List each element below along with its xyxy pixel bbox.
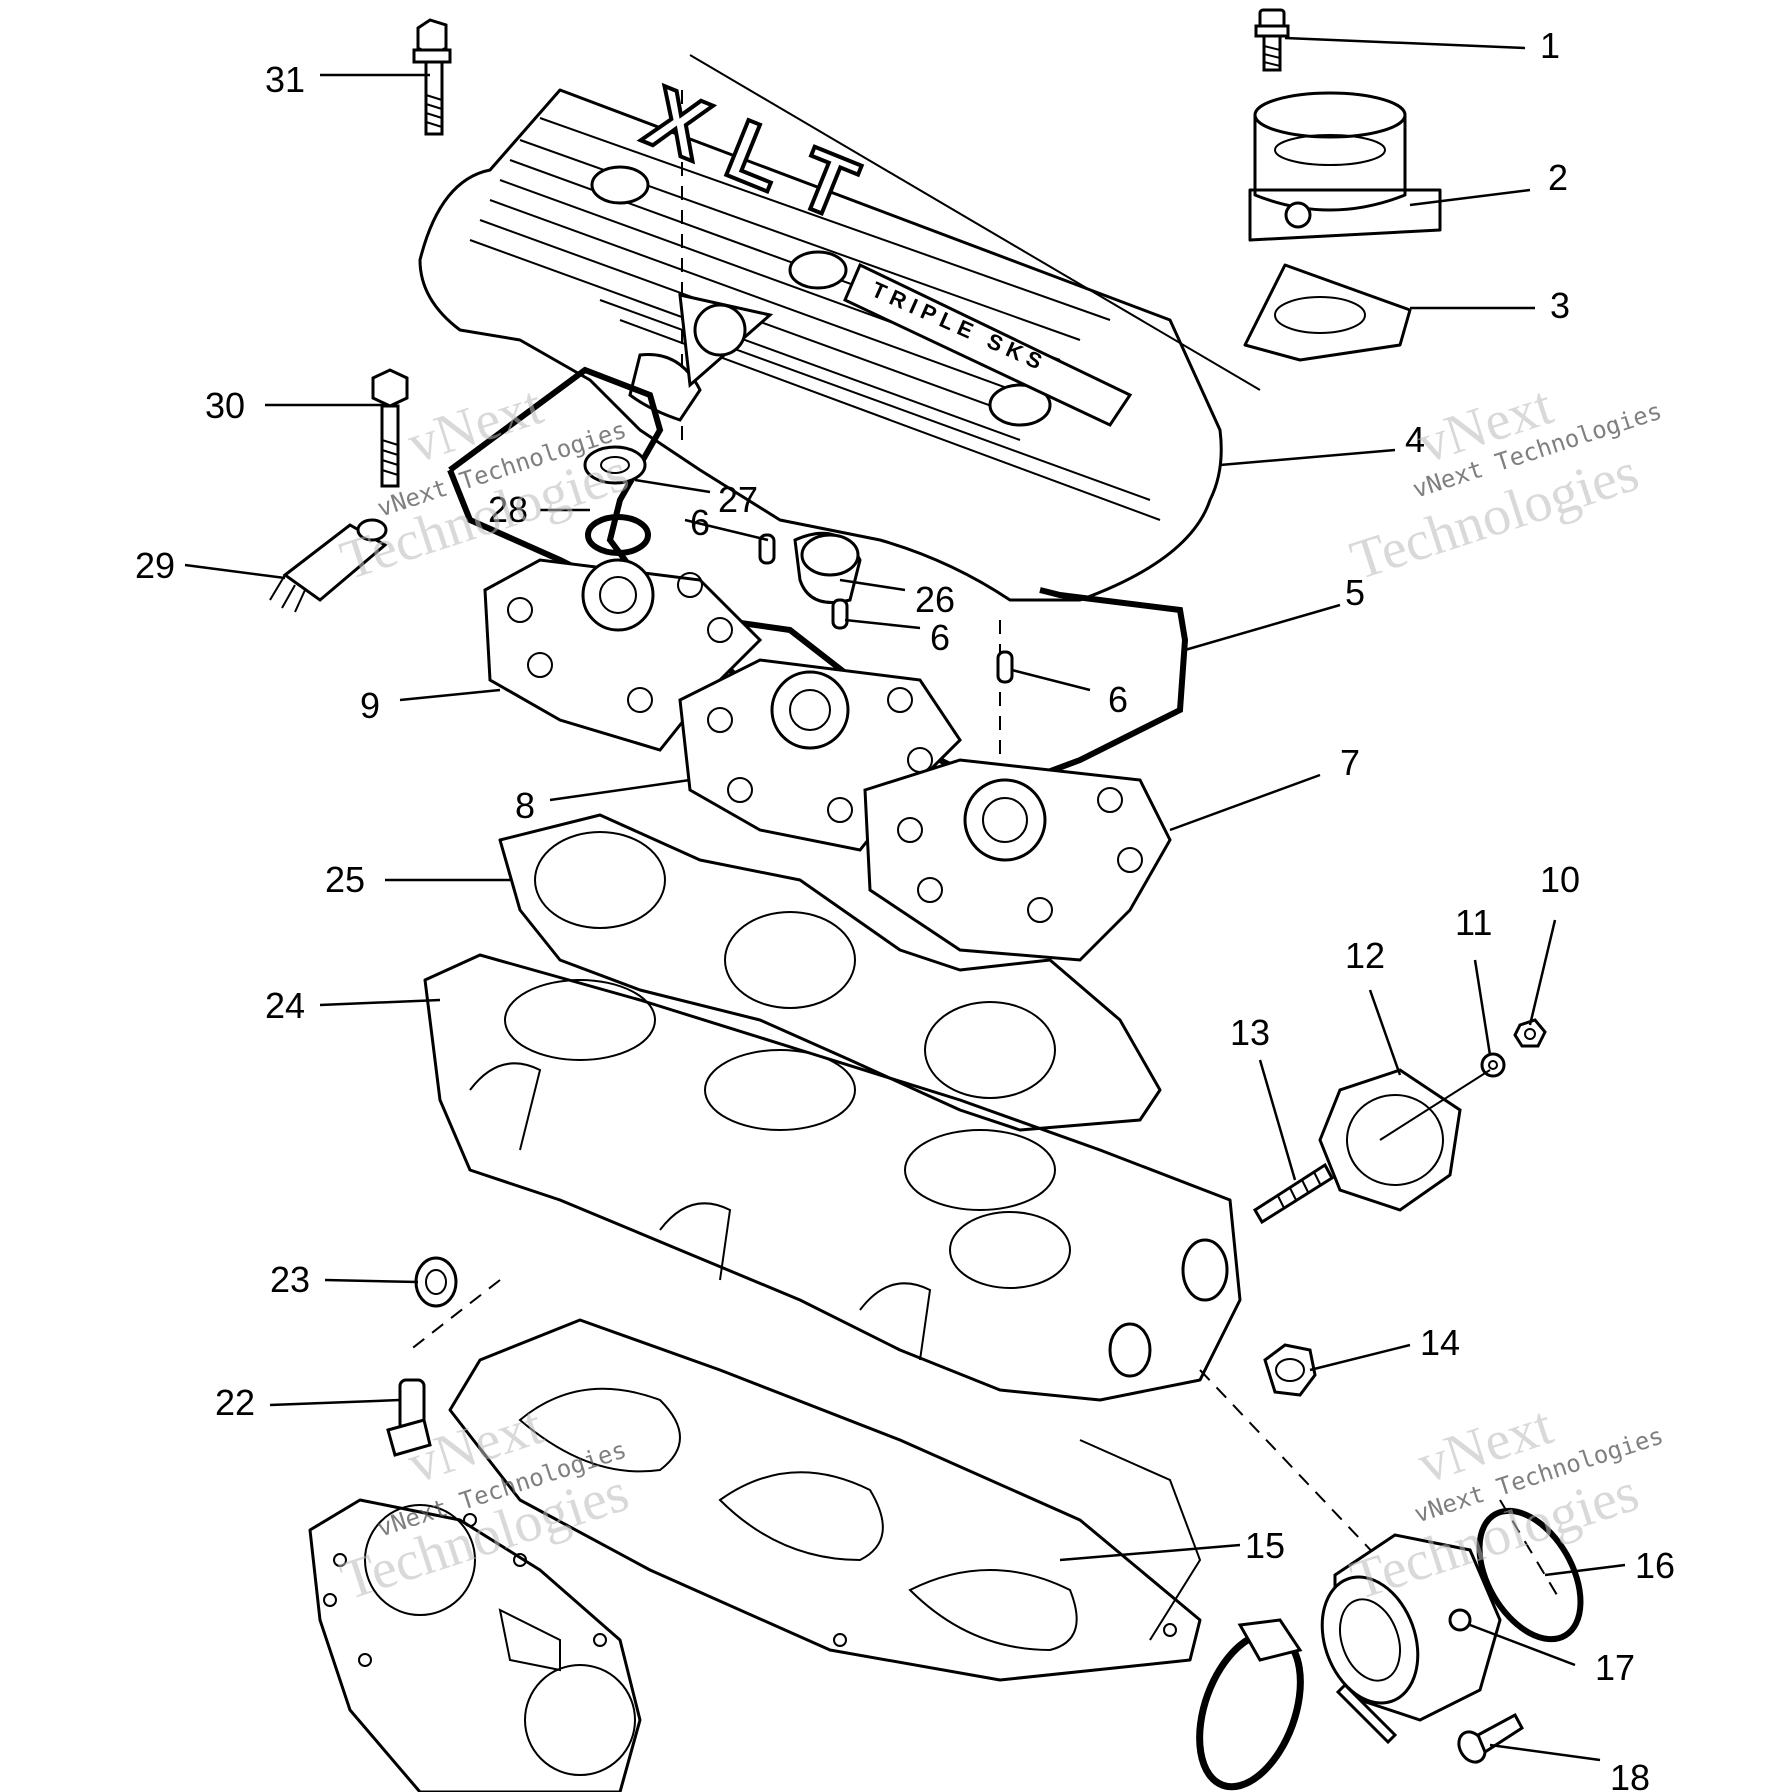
callout-25: 25	[325, 859, 365, 900]
callout-6a: 6	[690, 502, 710, 543]
callout-12: 12	[1345, 935, 1385, 976]
callout-2: 2	[1548, 157, 1568, 198]
hose-clamp	[1196, 1618, 1304, 1791]
callout-27: 27	[718, 479, 758, 520]
watermark-bottom-left: vNext Technologies vNext Technologies	[333, 1394, 635, 1612]
callout-18: 18	[1610, 1757, 1650, 1792]
fitting-part-22	[386, 1378, 432, 1457]
nut-part-10	[1513, 1018, 1547, 1048]
bolt-part-31	[412, 18, 452, 136]
thermostat-housing-part-2	[1248, 91, 1442, 242]
long-screw	[1335, 1682, 1398, 1745]
callout-4: 4	[1405, 419, 1425, 460]
callout-17: 17	[1595, 1647, 1635, 1688]
callout-6b: 6	[930, 617, 950, 658]
head-gasket-part-25	[498, 813, 1162, 1132]
cover-plate-part-12	[1318, 1068, 1491, 1212]
callout-3: 3	[1550, 285, 1570, 326]
stud-part-13	[1252, 1162, 1334, 1225]
lower-gasket	[308, 1498, 642, 1792]
plug-part-23	[414, 1256, 458, 1308]
outlet-fitting-part-17	[1320, 1533, 1502, 1722]
callout-10: 10	[1540, 859, 1580, 900]
cover-lettering: XLT	[633, 69, 897, 250]
gasket-part-3	[1243, 263, 1412, 362]
callout-15: 15	[1245, 1525, 1285, 1566]
callout-22: 22	[215, 1382, 255, 1423]
watermark-top-right: vNext Technologies vNext Technologies	[1343, 374, 1665, 592]
screw-part-18	[1457, 1712, 1524, 1764]
callout-5: 5	[1345, 572, 1365, 613]
callout-9: 9	[360, 685, 380, 726]
base-gasket-part-15	[448, 1318, 1202, 1682]
callout-16: 16	[1635, 1545, 1675, 1586]
callout-26: 26	[915, 579, 955, 620]
leader-lines	[184, 36, 1626, 1762]
valve-cover-part-4: XLT TRIPLE SKS	[418, 67, 1223, 604]
cylinder-head-part-7	[863, 758, 1172, 962]
callout-1: 1	[1540, 25, 1560, 66]
callout-28: 28	[488, 489, 528, 530]
callout-13: 13	[1230, 1012, 1270, 1053]
callout-8: 8	[515, 785, 535, 826]
bolt-part-30	[371, 368, 409, 488]
watermark-bottom-right: vNext Technologies vNext Technologies	[1343, 1394, 1666, 1612]
cover-plate-text: TRIPLE SKS	[868, 277, 1051, 377]
callout-29: 29	[135, 545, 175, 586]
callout-labels: 1 2 3 4 5 6 6 6 7 8 9 10 11 12 13 14 15 …	[135, 25, 1675, 1792]
washer-part-28	[583, 445, 651, 556]
cylinder-block-part-24	[423, 953, 1242, 1641]
callout-24: 24	[265, 985, 305, 1026]
sensor-part-29	[269, 518, 388, 613]
dowel-pins-part-6	[758, 533, 1014, 684]
bolt-part-1	[1254, 8, 1290, 72]
nut-part-14	[1263, 1343, 1317, 1397]
callout-31: 31	[265, 59, 305, 100]
callout-6c: 6	[1108, 679, 1128, 720]
callout-7: 7	[1340, 742, 1360, 783]
callout-23: 23	[270, 1259, 310, 1300]
callout-30: 30	[205, 385, 245, 426]
callout-14: 14	[1420, 1322, 1460, 1363]
callout-11: 11	[1455, 902, 1492, 943]
o-ring-part-16	[1476, 1507, 1584, 1643]
